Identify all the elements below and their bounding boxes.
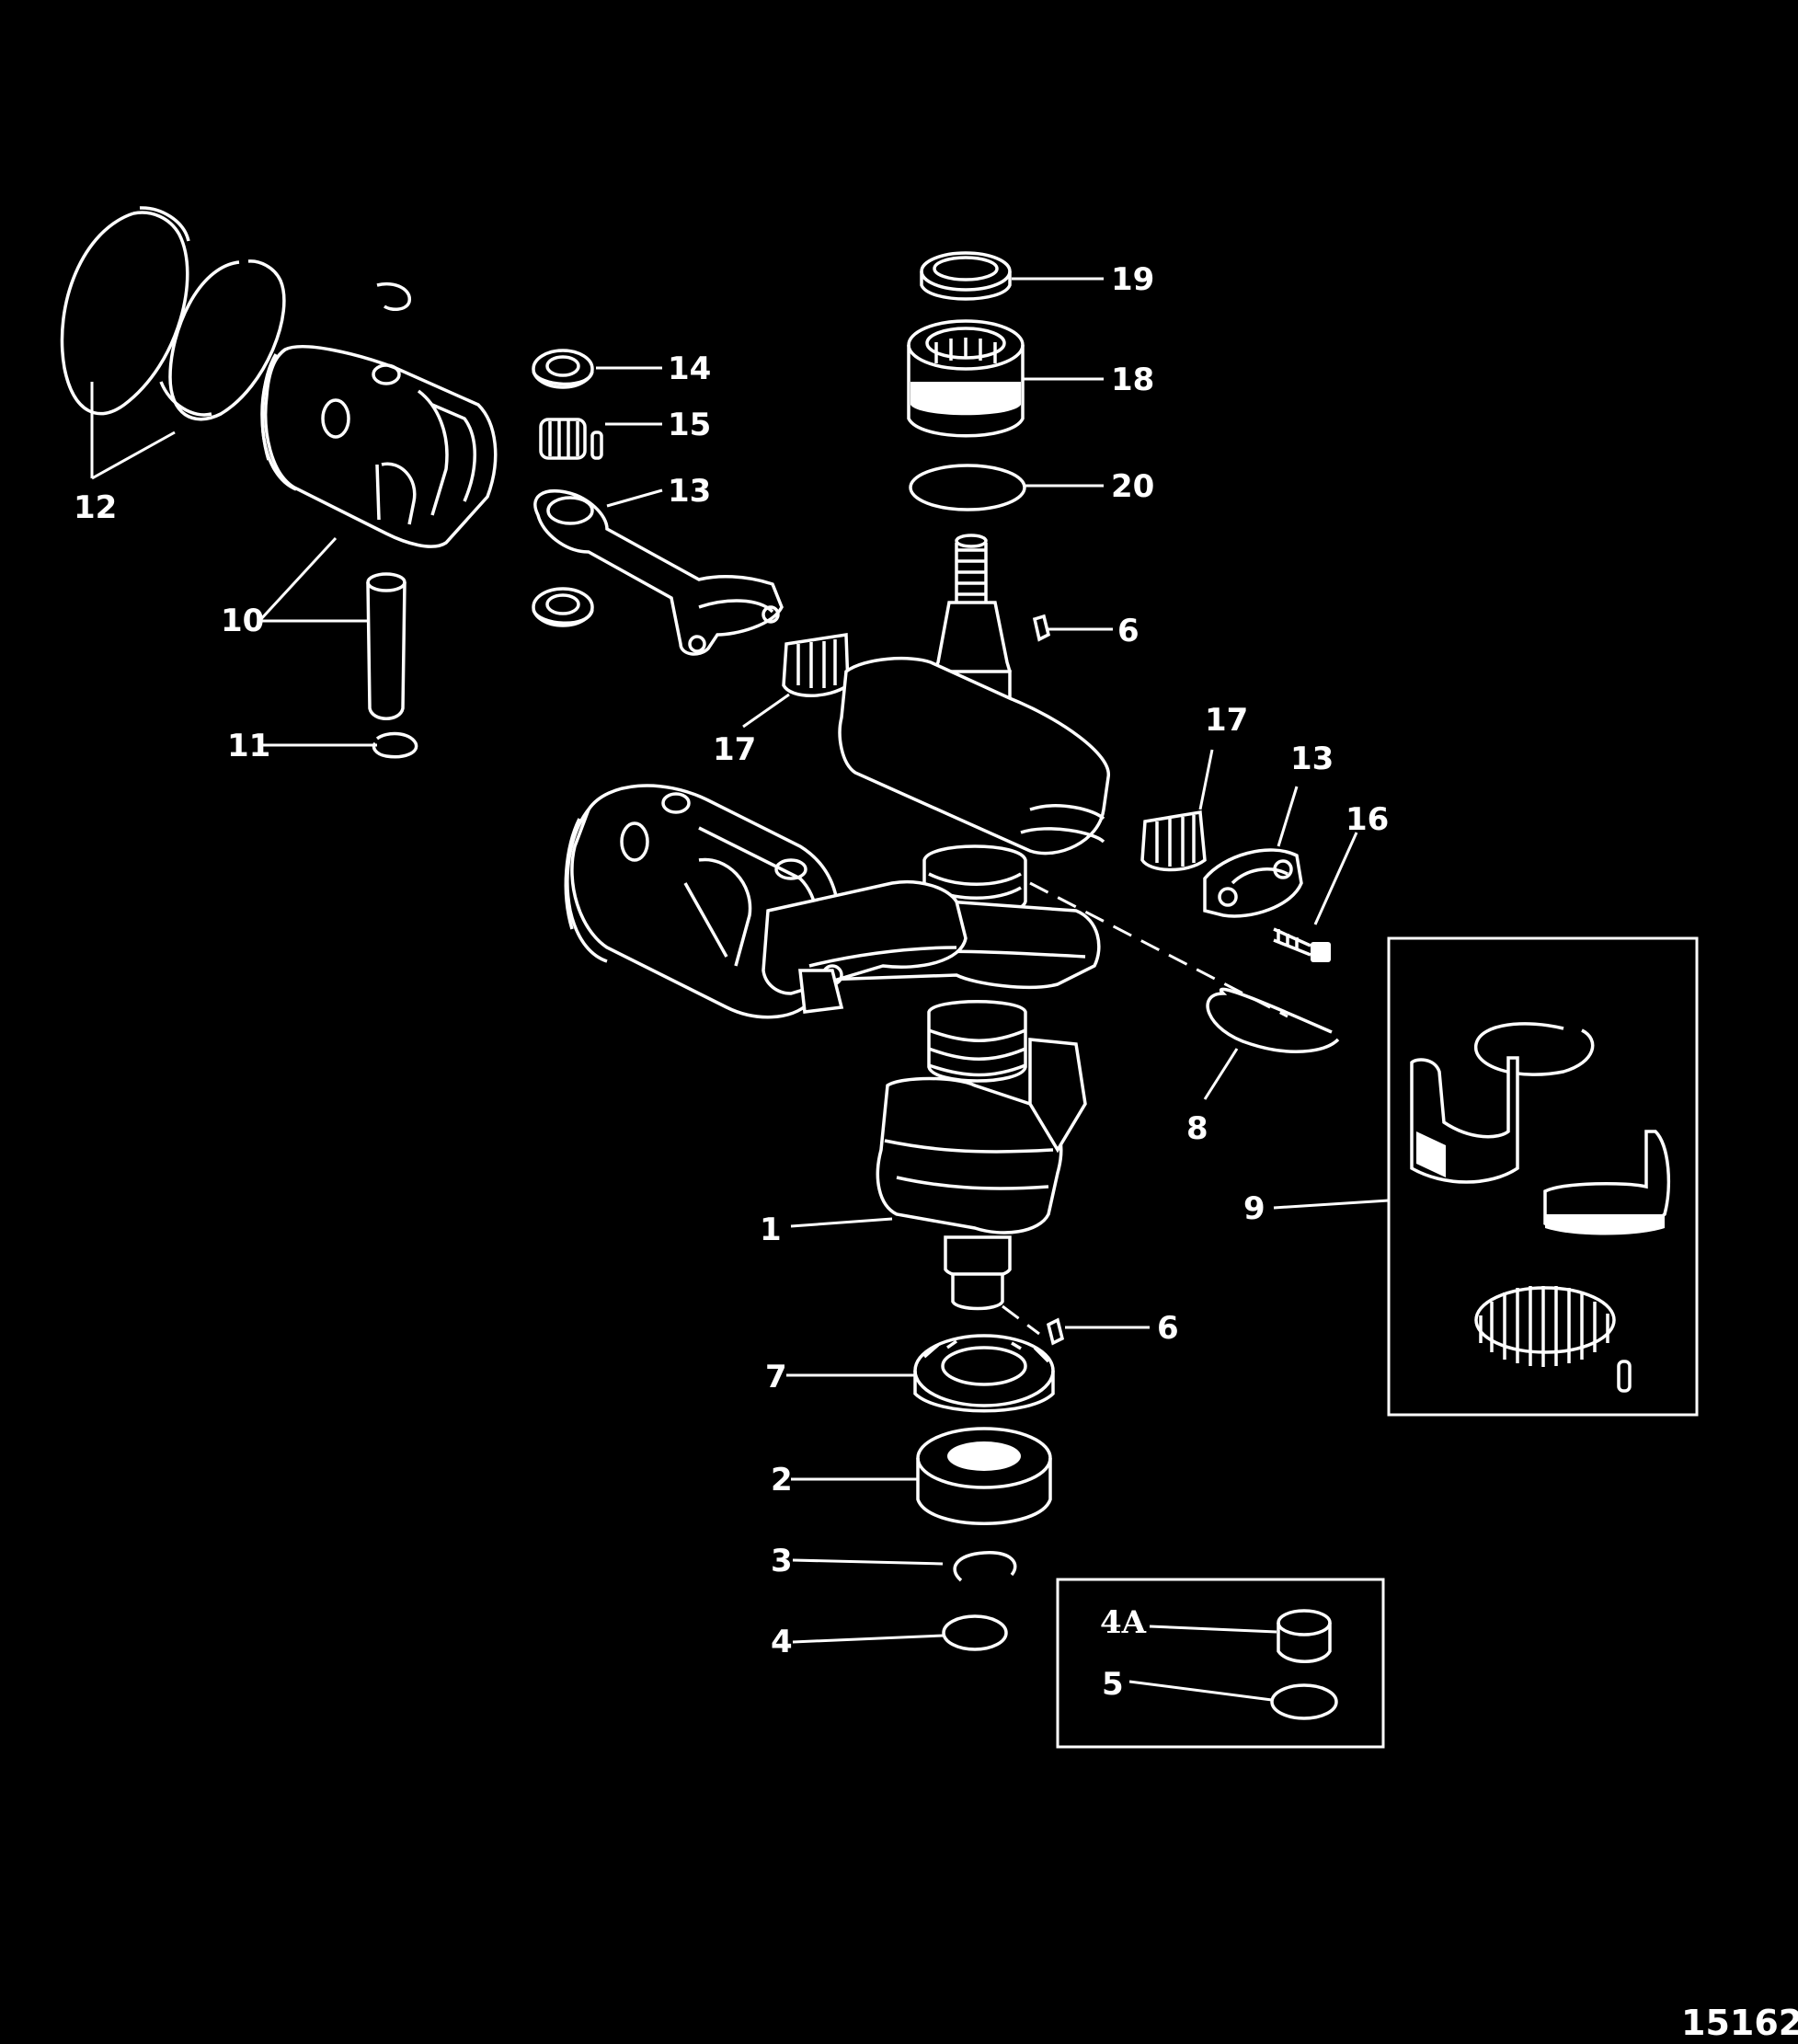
leader-lines	[90, 277, 1390, 1702]
label-10: 10	[221, 603, 264, 639]
piston-rings	[60, 206, 286, 421]
loose-needles	[1474, 1286, 1632, 1393]
rod-cap-13	[1203, 848, 1303, 918]
seal-carrier-7	[913, 1334, 1055, 1413]
roller-bearing-18	[907, 319, 1025, 438]
label-12: 12	[74, 489, 117, 526]
label-18: 18	[1111, 362, 1154, 398]
bearing-cage-17-left	[782, 632, 850, 697]
needle-bearing-15	[539, 418, 603, 460]
snap-ring-bottom	[372, 731, 418, 759]
ball-bearing-2	[916, 1427, 1052, 1525]
label-8: 8	[1186, 1110, 1208, 1147]
label-4a: 4A	[1100, 1604, 1147, 1641]
bolt-16	[1273, 927, 1331, 962]
seal-19	[920, 251, 1012, 301]
bushing-kit-inset	[1056, 1578, 1385, 1749]
label-17-right: 17	[1205, 702, 1248, 739]
key-6-upper	[1032, 614, 1051, 642]
label-5: 5	[1102, 1666, 1124, 1703]
label-9: 9	[1243, 1190, 1265, 1227]
snap-ring-3	[953, 1551, 1017, 1582]
label-4: 4	[771, 1624, 793, 1660]
key-6-lower	[1046, 1317, 1065, 1346]
figure-number: 15162	[1681, 2003, 1798, 2043]
retaining-ring-8	[1206, 987, 1340, 1053]
label-17-left: 17	[713, 731, 756, 768]
label-6-upper: 6	[1117, 613, 1139, 649]
label-20: 20	[1111, 468, 1154, 505]
label-16: 16	[1346, 801, 1389, 838]
snap-ring-top	[376, 282, 411, 312]
label-19: 19	[1111, 261, 1154, 298]
bearing-kit-inset	[1387, 936, 1699, 1417]
piston-top	[260, 345, 498, 548]
label-3: 3	[771, 1543, 793, 1579]
bearing-cage-17-right	[1140, 810, 1207, 872]
connecting-rod-top	[533, 489, 784, 656]
label-13-top: 13	[668, 473, 711, 510]
label-15: 15	[668, 407, 711, 443]
o-ring-20	[909, 464, 1026, 511]
label-7: 7	[765, 1359, 787, 1395]
washer-14	[532, 349, 594, 389]
washer-lower	[532, 587, 594, 627]
label-13-right: 13	[1290, 741, 1334, 777]
label-1: 1	[760, 1211, 782, 1248]
piston-pin	[366, 572, 407, 720]
label-14: 14	[668, 350, 711, 387]
label-11: 11	[227, 728, 270, 764]
label-2: 2	[771, 1462, 793, 1499]
label-6-lower: 6	[1157, 1310, 1179, 1347]
piston-lower-assembly	[564, 784, 968, 1019]
callout-labels: 12 10 11 14 15 13 17 19 18 20 6 17 13 16…	[74, 261, 1798, 2043]
o-ring-4	[942, 1614, 1008, 1651]
